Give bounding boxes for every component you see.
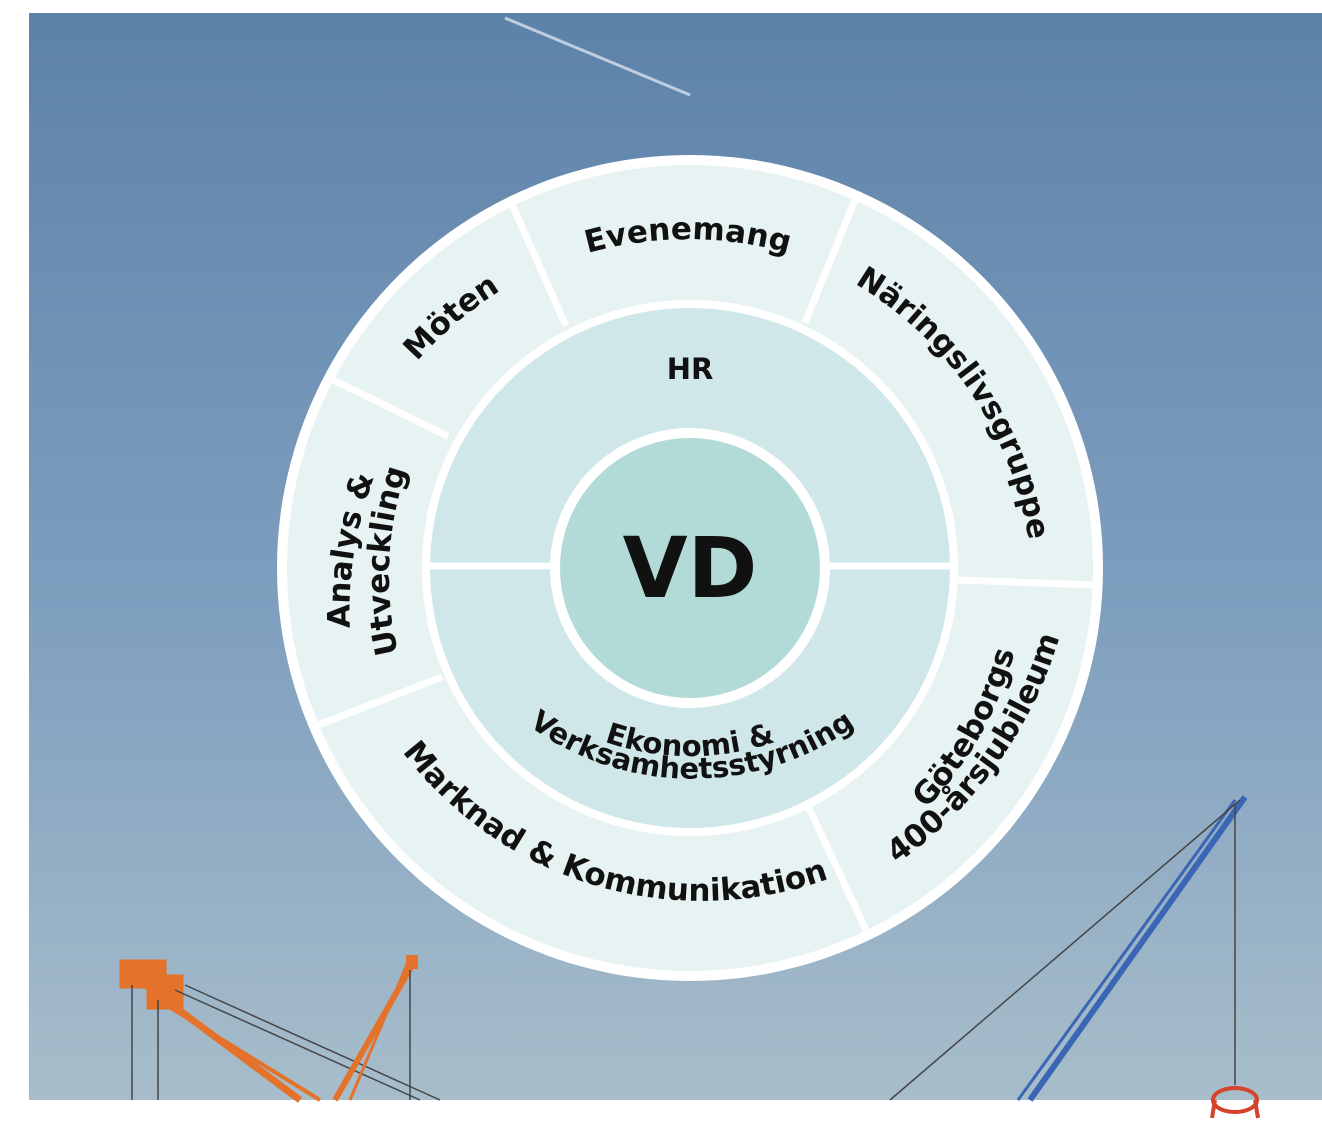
crane-cables-left (131, 984, 441, 1101)
outer-ring (286, 165, 1093, 972)
red-structure (1210, 1086, 1260, 1119)
segment-label-hr: HR (667, 352, 714, 386)
center-circle (560, 438, 820, 698)
contrail (504, 16, 691, 97)
blue-crane (1016, 795, 1248, 1102)
outer-separators (316, 193, 1096, 932)
blue-crane-cables (889, 799, 1241, 1101)
center-label: VD (623, 519, 758, 617)
orange-crane-right (332, 955, 418, 1102)
